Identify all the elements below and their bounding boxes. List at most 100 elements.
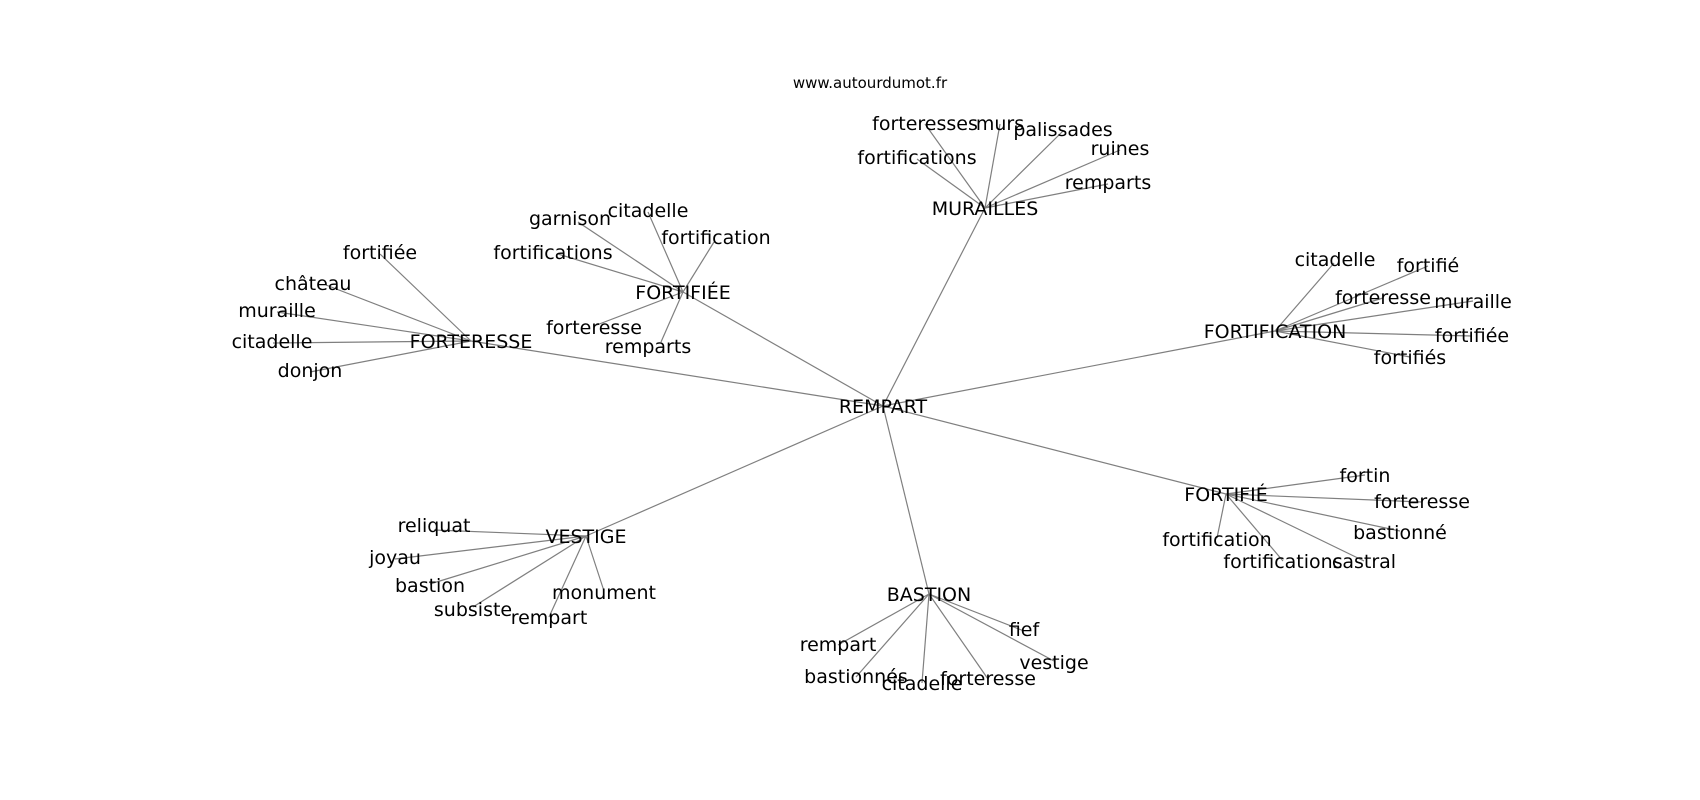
edge-hub-to-word — [472, 535, 587, 608]
word-node-label: ruines — [1091, 138, 1150, 160]
word-node-label: citadelle — [882, 673, 963, 695]
watermark-text: www.autourdumot.fr — [793, 74, 948, 92]
edge-hub-to-word — [928, 593, 1055, 662]
edge-hub-to-word — [379, 253, 472, 342]
edge-hub-to-word — [429, 535, 587, 585]
edge-center-to-hub — [882, 405, 1227, 495]
word-node-label: forteresse — [546, 317, 642, 339]
word-node-label: fortification — [1162, 529, 1271, 551]
word-node-label: fortifications — [493, 242, 612, 264]
edge-center-to-hub — [882, 405, 930, 595]
word-node-label: bastionné — [1353, 522, 1447, 544]
word-node-label: murs — [976, 113, 1024, 135]
word-node-label: bastionnés — [804, 666, 908, 688]
edge-hub-to-word — [984, 130, 1064, 209]
edge-hub-to-word — [1225, 493, 1284, 562]
hub-node-label: MURAILLES — [932, 198, 1039, 220]
edge-hub-to-word — [1274, 265, 1429, 332]
edge-center-to-hub — [585, 405, 884, 537]
word-node-label: garnison — [529, 208, 611, 230]
word-node-label: fortification — [661, 227, 770, 249]
word-node-label: rempart — [800, 634, 877, 656]
edge-hub-to-word — [924, 123, 986, 209]
edge-hub-to-word — [593, 291, 684, 327]
word-node-label: château — [275, 273, 352, 295]
word-node-label: castral — [1332, 551, 1396, 573]
hub-node-label: FORTERESSE — [410, 331, 533, 353]
word-node-label: donjon — [278, 360, 343, 382]
word-node-label: fief — [1009, 619, 1041, 641]
edge-hub-to-word — [682, 241, 715, 293]
word-node-label: fortifiée — [343, 242, 417, 264]
word-node-label: palissades — [1013, 119, 1112, 141]
word-node-label: vestige — [1019, 652, 1088, 674]
word-node-label: citadelle — [232, 331, 313, 353]
word-node-label: citadelle — [1295, 249, 1376, 271]
edge-hub-to-word — [984, 123, 1001, 209]
word-node-label: muraille — [238, 300, 316, 322]
edge-hub-to-word — [1225, 493, 1365, 562]
edge-center-to-hub — [470, 340, 884, 407]
edge-hub-to-word — [557, 253, 684, 293]
word-node-label: subsiste — [434, 599, 512, 621]
edge-hub-to-word — [1274, 297, 1384, 332]
edge-hub-to-word — [984, 149, 1121, 209]
edge-hub-to-word — [309, 340, 472, 373]
edge-hub-to-word — [276, 311, 472, 342]
word-node-label: forteresses — [872, 113, 978, 135]
word-node-label: fortifié — [1397, 255, 1460, 277]
edge-hub-to-word — [660, 291, 684, 343]
edge-hub-to-word — [1274, 330, 1411, 358]
edge-hub-to-word — [585, 535, 605, 592]
edge-hub-to-word — [1216, 493, 1227, 539]
edge-center-to-hub — [882, 207, 986, 407]
edge-hub-to-word — [1225, 493, 1423, 503]
hub-node-label: FORTIFICATION — [1204, 321, 1347, 343]
edge-hub-to-word — [984, 183, 1109, 209]
edge-hub-to-word — [928, 593, 989, 680]
edge-hub-to-word — [577, 221, 684, 293]
hub-node-label: FORTIFIÉ — [1184, 483, 1267, 506]
hub-node-label: VESTIGE — [545, 526, 626, 548]
hub-node-label: BASTION — [887, 584, 971, 606]
word-node-label: forteresse — [1335, 287, 1431, 309]
edge-center-to-hub — [682, 291, 884, 407]
edge-hub-to-word — [433, 529, 587, 537]
edge-hub-to-word — [921, 593, 930, 684]
edge-hub-to-word — [916, 158, 986, 209]
edge-hub-to-word — [272, 340, 472, 344]
word-node-label: remparts — [1065, 172, 1151, 194]
word-node-label: reliquat — [398, 515, 471, 537]
edge-hub-to-word — [1274, 330, 1473, 337]
word-node-label: rempart — [511, 607, 588, 629]
edge-center-to-hub — [882, 330, 1276, 407]
word-node-label: fortifications — [1223, 551, 1342, 573]
edge-hub-to-word — [1274, 300, 1474, 332]
hub-node-label: FORTIFIÉE — [635, 281, 730, 304]
word-node-label: joyau — [368, 547, 421, 569]
word-node-label: fortin — [1340, 465, 1391, 487]
word-node-label: monument — [552, 582, 656, 604]
edge-hub-to-word — [647, 211, 684, 293]
edge-hub-to-word — [394, 535, 587, 560]
edge-hub-to-word — [1225, 493, 1401, 532]
word-node-label: muraille — [1434, 291, 1512, 313]
graph-labels: REMPART MURAILLES forteressesmurspalissade… — [232, 113, 1512, 695]
graph-edges — [272, 123, 1474, 684]
word-node-label: citadelle — [608, 200, 689, 222]
word-node-label: fortifications — [857, 147, 976, 169]
word-node-label: forteresse — [940, 668, 1036, 690]
edge-hub-to-word — [855, 593, 930, 678]
word-node-label: fortifiée — [1435, 325, 1509, 347]
edge-hub-to-word — [548, 535, 587, 618]
word-node-label: bastion — [395, 575, 465, 597]
edge-hub-to-word — [928, 593, 1025, 632]
edge-hub-to-word — [837, 593, 930, 646]
word-node-label: fortifiés — [1374, 347, 1446, 369]
edge-hub-to-word — [1225, 474, 1366, 495]
center-node-label: REMPART — [839, 396, 928, 418]
word-node-label: forteresse — [1374, 491, 1470, 513]
edge-hub-to-word — [325, 284, 472, 342]
word-node-label: remparts — [605, 336, 691, 358]
